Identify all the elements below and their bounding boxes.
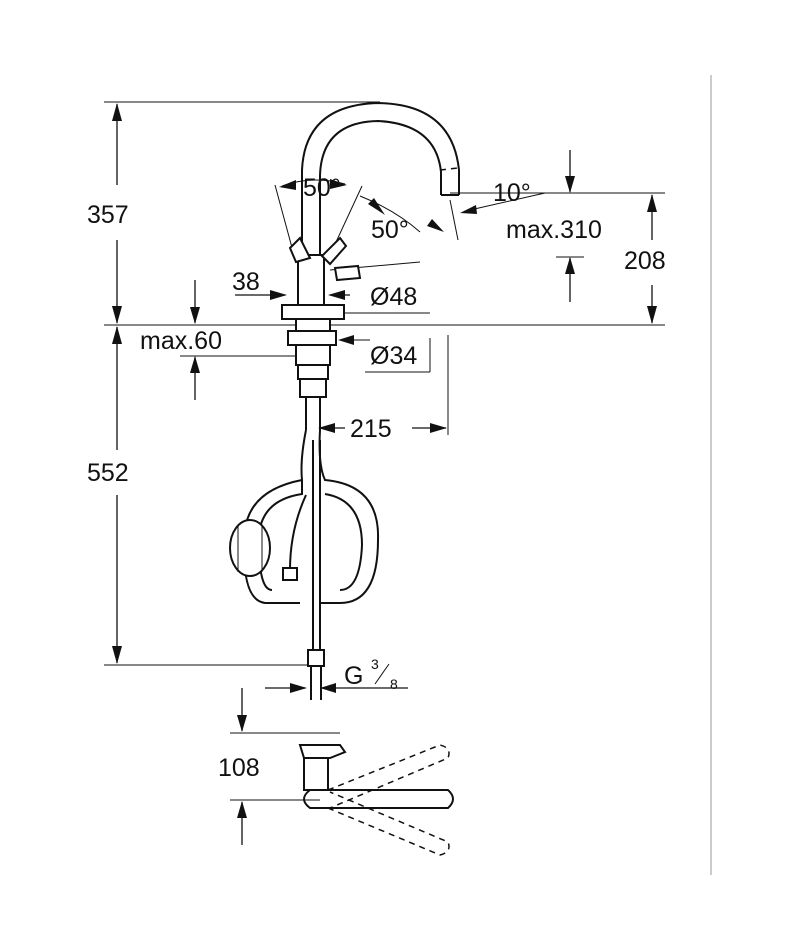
body-diameter-label: Ø48 <box>370 283 417 311</box>
height-upper-label: 357 <box>87 201 129 229</box>
spout-tilt-label: 10° <box>493 179 531 207</box>
height-lower-label: 552 <box>87 459 129 487</box>
thread-fraction-bar <box>374 663 390 685</box>
handle-angle-left-label: 50° <box>303 174 341 202</box>
thread-denominator-label: 8 <box>390 676 398 692</box>
faucet-side-view <box>229 101 460 700</box>
hole-diameter-label: Ø34 <box>370 342 417 370</box>
spout-reach-max-label: max.310 <box>506 216 602 244</box>
deck-thickness-label: max.60 <box>140 327 222 355</box>
thread-g-label: G <box>344 662 363 690</box>
handle-width-label: 38 <box>232 268 260 296</box>
thread-numerator-label: 3 <box>371 656 379 672</box>
spout-reach-label: 215 <box>350 415 392 443</box>
dimension-lines <box>104 101 665 845</box>
top-view-depth-label: 108 <box>218 754 260 782</box>
handle-angle-right-label: 50° <box>371 216 409 244</box>
faucet-top-view <box>298 744 454 856</box>
spout-height-label: 208 <box>624 247 666 275</box>
